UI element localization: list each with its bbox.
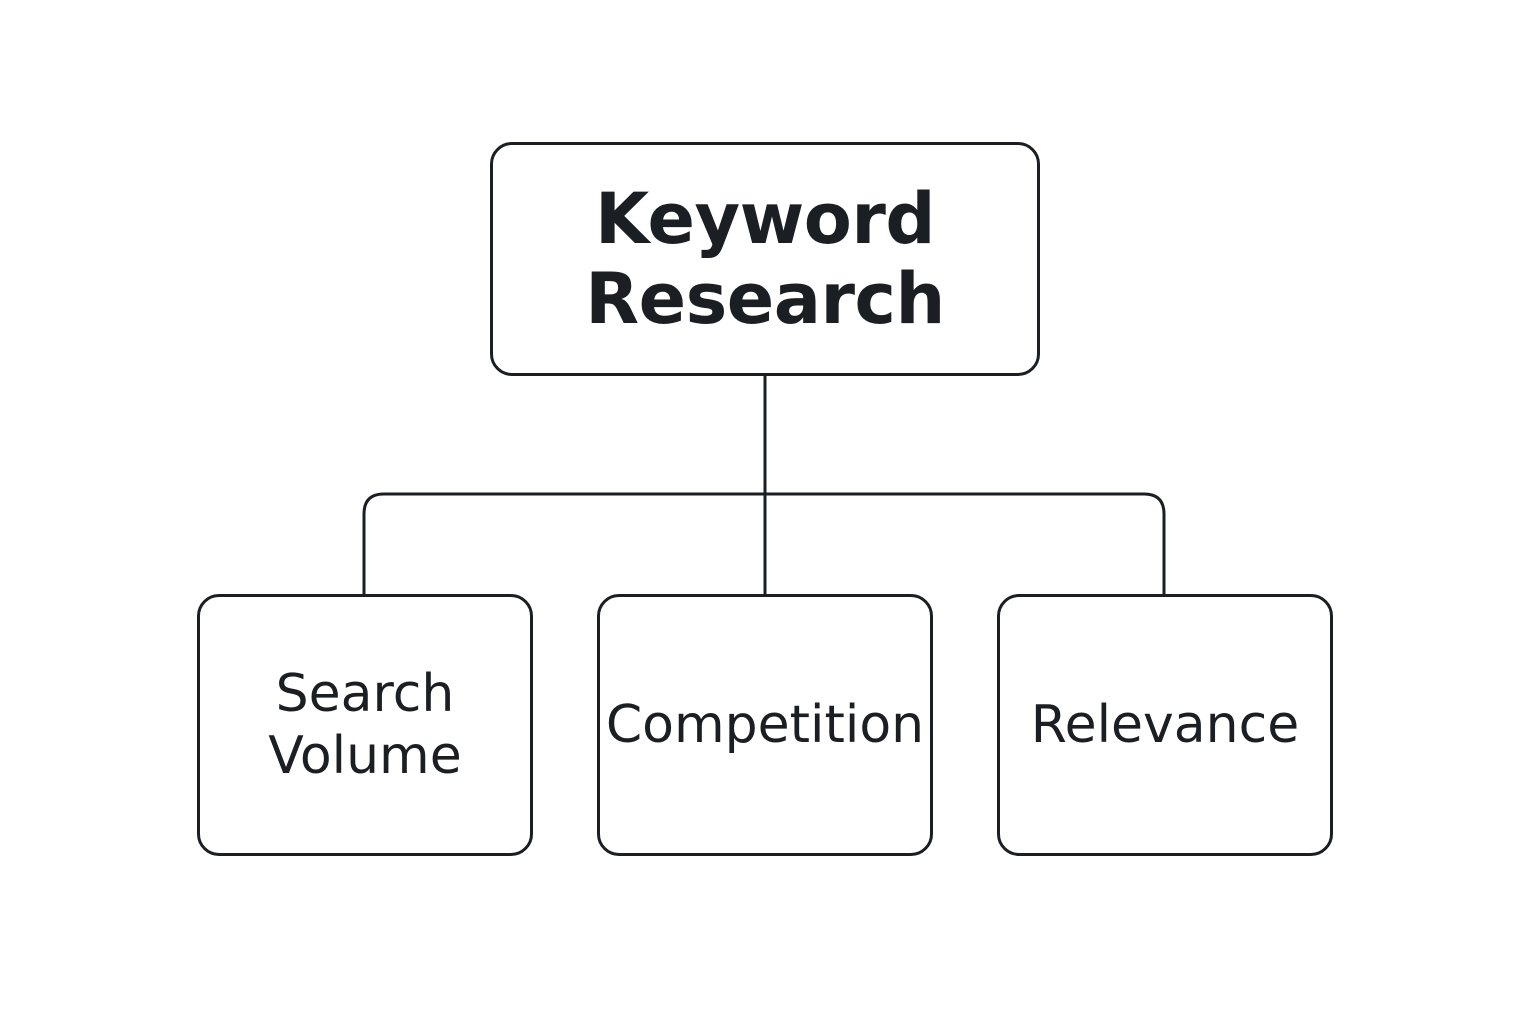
child-node-label: Search Volume <box>268 664 462 786</box>
child-node-label: Competition <box>605 695 925 755</box>
connector-horizontal-branch <box>362 492 1166 594</box>
child-node-relevance: Relevance <box>997 594 1333 856</box>
child-node-competition: Competition <box>597 594 933 856</box>
child-node-label: Relevance <box>1030 695 1300 755</box>
root-node-keyword-research: Keyword Research <box>490 142 1040 376</box>
child-node-search-volume: Search Volume <box>197 594 533 856</box>
root-node-label: Keyword Research <box>585 178 945 340</box>
